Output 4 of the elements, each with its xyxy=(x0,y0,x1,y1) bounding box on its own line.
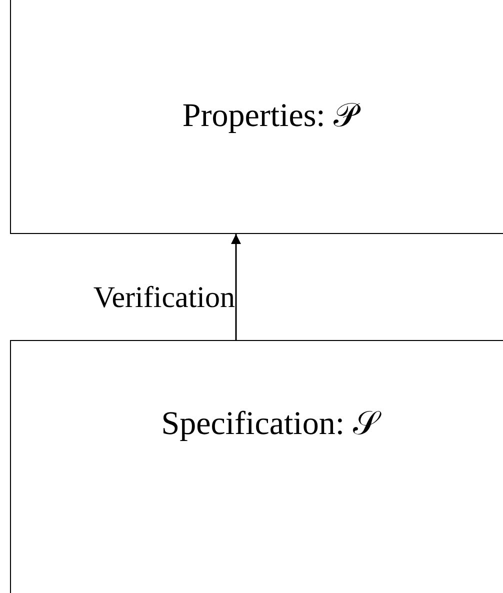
process-box xyxy=(10,0,503,234)
process-box xyxy=(10,340,503,593)
box-label: Specification: 𝒮 xyxy=(161,406,379,442)
arrow xyxy=(231,234,241,340)
